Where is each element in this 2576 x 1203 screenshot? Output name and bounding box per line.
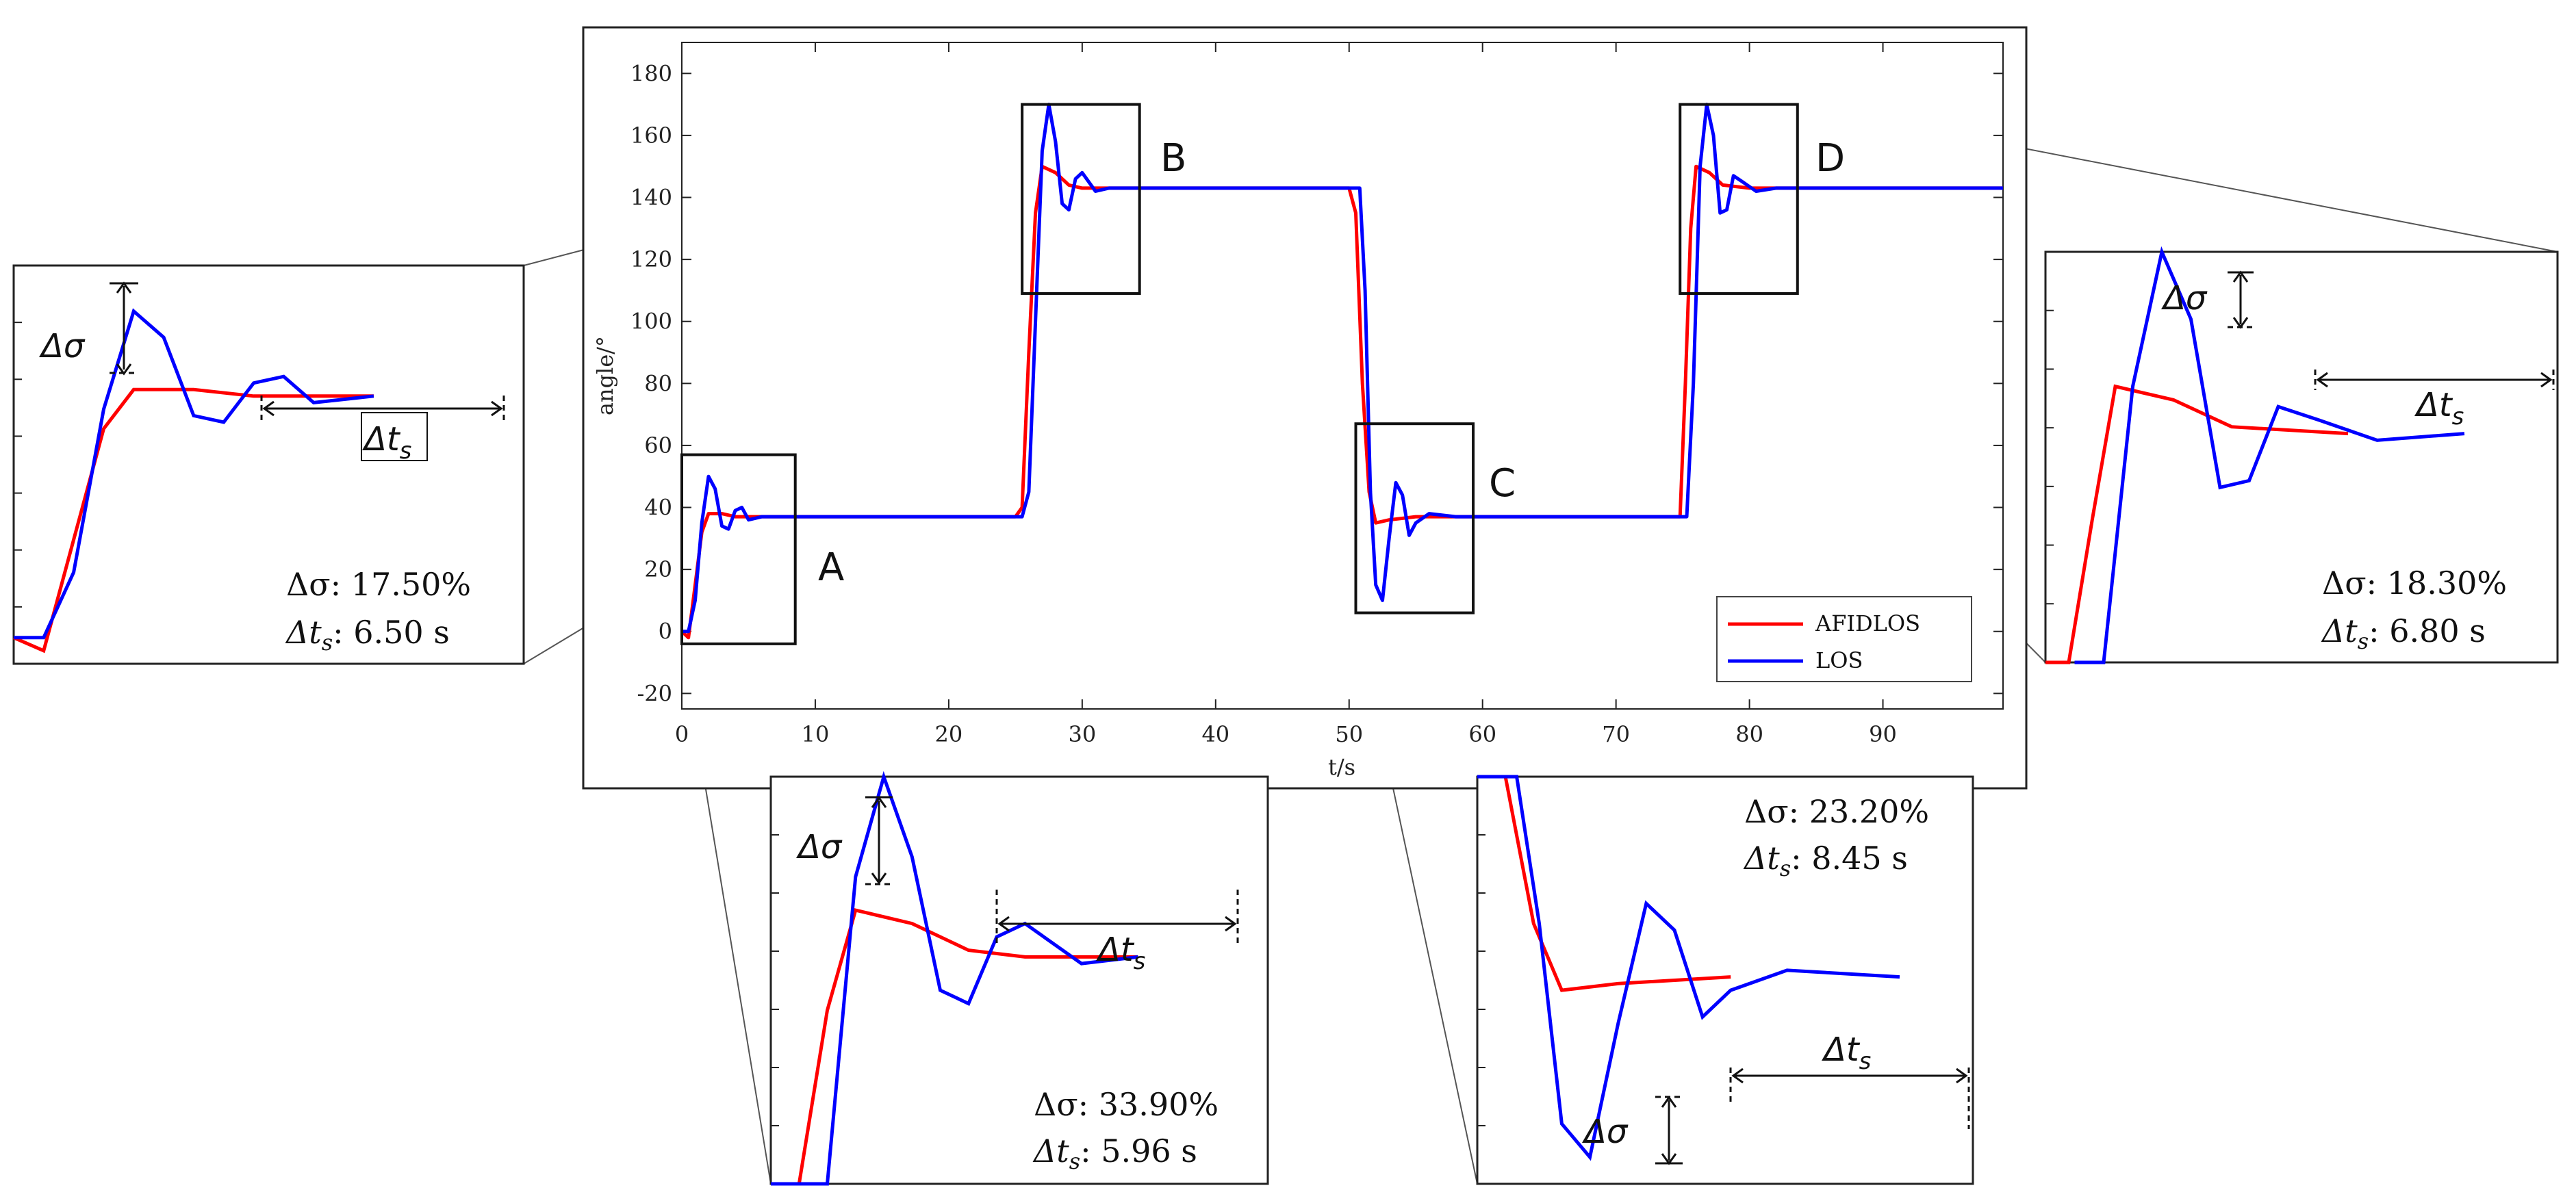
inset-B-frame [12, 264, 525, 665]
inset-B: Δσ Δts Δσ: 17.50% Δts: 6.50 s [12, 264, 525, 665]
inset-D-delta-ts-label: Δts [2414, 386, 2464, 430]
inset-A: Δσ Δts Δσ: 33.90% Δts: 5.96 s [769, 771, 1269, 1186]
inset-C-delta-sigma-label: Δσ [1581, 1113, 1629, 1151]
y-tick-label: 120 [630, 246, 672, 272]
inset-D-frame [2044, 250, 2559, 664]
inset-C-markers [1655, 1068, 1970, 1165]
x-tick-label: 40 [1201, 721, 1229, 747]
inset-C-ts-value: Δts: 8.45 s [1743, 840, 1908, 881]
x-tick-label: 60 [1468, 721, 1496, 747]
inset-B-delta-sigma-label: Δσ [38, 327, 86, 365]
x-tick-label: 90 [1869, 721, 1897, 747]
inset-A-ts-value: Δts: 5.96 s [1032, 1133, 1197, 1174]
inset-A-afidlos-curve [771, 908, 1138, 1186]
x-tick-label: 80 [1735, 721, 1763, 747]
inset-B-ts-value: Δts: 6.50 s [285, 614, 450, 656]
inset-D-ts-value: Δts: 6.80 s [2321, 612, 2486, 654]
inset-D-los-curve [2074, 246, 2465, 664]
x-tick-label: 70 [1602, 721, 1630, 747]
legend-label-los: LOS [1815, 647, 1863, 673]
y-axis-label: angle/° [592, 336, 618, 415]
y-tick-label: 160 [630, 122, 672, 148]
zoom-box-D [1679, 103, 1799, 295]
label-B: B [1160, 136, 1186, 181]
inset-A-delta-sigma-label: Δσ [795, 828, 843, 866]
y-axis-ticks: -20 0 20 40 60 80 100 120 140 160 180 [630, 60, 2003, 706]
legend-label-afidlos: AFIDLOS [1815, 610, 1920, 636]
y-tick-label: 100 [630, 309, 672, 335]
y-tick-label: 40 [644, 495, 672, 521]
y-tick-label: 20 [644, 556, 672, 582]
inset-D-ticks [2045, 309, 2054, 605]
inset-A-sigma-value: Δσ: 33.90% [1034, 1086, 1219, 1123]
inset-A-frame [769, 775, 1269, 1185]
inset-B-sigma-value: Δσ: 17.50% [286, 566, 471, 603]
zoom-box-C [1354, 422, 1475, 615]
legend-box [1716, 596, 1972, 682]
y-tick-label: 180 [630, 60, 672, 86]
legend: AFIDLOS LOS [1716, 596, 1972, 682]
label-D: D [1815, 136, 1845, 181]
x-tick-label: 30 [1068, 721, 1096, 747]
x-tick-label: 0 [675, 721, 689, 747]
inset-C: Δσ Δts Δσ: 23.20% Δts: 8.45 s [1476, 775, 1974, 1185]
inset-D-delta-sigma-label: Δσ [2160, 279, 2208, 318]
x-axis-ticks: 0 10 20 30 40 50 60 70 80 90 [675, 42, 1897, 747]
inset-C-frame [1476, 775, 1974, 1185]
x-tick-label: 10 [802, 721, 830, 747]
zoom-box-A [680, 453, 797, 645]
y-tick-label: 140 [630, 185, 672, 211]
inset-D-sigma-value: Δσ: 18.30% [2322, 565, 2507, 602]
inset-C-los-curve [1477, 775, 1900, 1161]
inset-A-delta-ts-label: Δts [1095, 931, 1145, 975]
x-axis-label: t/s [1328, 754, 1355, 780]
inset-D-markers [2228, 270, 2555, 390]
inset-C-sigma-value: Δσ: 23.20% [1744, 793, 1929, 830]
plot-area-frame [681, 42, 2004, 710]
inset-B-delta-ts-label: Δts [361, 420, 411, 465]
label-A: A [818, 545, 844, 590]
inset-A-ticks [771, 834, 779, 1126]
inset-A-los-curve [771, 771, 1138, 1186]
y-tick-label: -20 [637, 680, 672, 706]
zoom-boxes [680, 103, 1799, 645]
x-tick-label: 20 [935, 721, 963, 747]
x-tick-label: 50 [1335, 721, 1363, 747]
inset-C-delta-ts-label: Δts [1821, 1031, 1871, 1075]
label-C: C [1489, 461, 1516, 506]
inset-B-ticks [14, 322, 22, 608]
y-tick-label: 0 [659, 619, 672, 645]
inset-C-ticks [1477, 834, 1485, 1126]
zoom-box-B [1021, 103, 1141, 295]
inset-B-los-curve [14, 308, 374, 640]
inset-B-markers [110, 281, 505, 461]
inset-A-markers [865, 796, 1239, 944]
inset-D: Δσ Δts Δσ: 18.30% Δts: 6.80 s [2044, 246, 2559, 664]
y-tick-label: 60 [644, 432, 672, 458]
inset-D-afidlos-curve [2045, 384, 2349, 664]
y-tick-label: 80 [644, 370, 672, 396]
